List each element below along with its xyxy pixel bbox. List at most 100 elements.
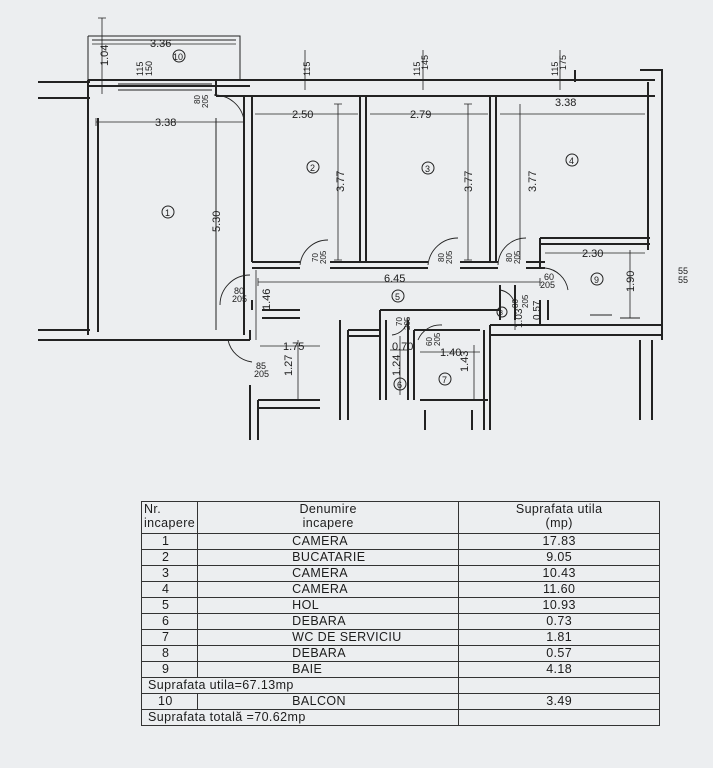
floor-plan: 1 2 3 4 5 6 7 8 9 10 3.36 1.04 115 150 3… <box>38 17 688 440</box>
row-area: 17.83 <box>458 533 661 550</box>
balcony-window: 150 <box>144 61 154 76</box>
room-number-markers <box>161 49 604 391</box>
hall-entry-depth: 1.27 <box>283 355 295 376</box>
row-area: 10.43 <box>458 565 661 582</box>
row-area: 0.57 <box>458 645 661 662</box>
grand-total-blank <box>458 709 661 726</box>
useful-total-blank <box>458 677 661 694</box>
room-2-width: 2.50 <box>292 109 313 121</box>
room-1-width: 3.38 <box>155 117 176 129</box>
table-row-balcony: 10 BALCON 3.49 <box>140 693 661 710</box>
hall-entry-door-w: 85 <box>256 361 266 371</box>
room-9-door-h: 205 <box>540 280 555 290</box>
header-name: Denumire incapere <box>197 501 460 534</box>
room-7-width: 1.40 <box>440 347 461 359</box>
room-9-number: 9 <box>594 275 599 285</box>
room-2-length: 3.77 <box>335 171 347 192</box>
row-area: 0.73 <box>458 613 661 630</box>
row-name: WC DE SERVICIU <box>197 629 460 646</box>
room-6-door-h: 205 <box>403 316 412 330</box>
room-3-number: 3 <box>425 164 430 174</box>
room-6-length: 1.24 <box>391 355 403 376</box>
table-row: 1 CAMERA 17.83 <box>140 533 661 550</box>
row-area: 4.18 <box>458 661 661 678</box>
room-2-door-w: 70 <box>311 253 320 262</box>
balcony-width: 3.36 <box>150 38 171 50</box>
hall-door-h: 205 <box>232 294 247 304</box>
exterior-walls <box>38 69 663 420</box>
balcony-nr: 10 <box>140 693 199 710</box>
dimension-lines <box>92 17 645 400</box>
interior-walls <box>215 96 650 440</box>
room-3-window-w: 145 <box>420 55 430 70</box>
room-4-number: 4 <box>569 156 574 166</box>
row-nr: 2 <box>140 549 199 566</box>
hall-length: 6.45 <box>384 273 405 285</box>
room-7-length: 1.43 <box>459 351 471 372</box>
room-3-door-w: 80 <box>437 253 446 262</box>
hall-depth: 1.46 <box>261 289 273 310</box>
room-1-number: 1 <box>165 208 170 218</box>
row-area: 11.60 <box>458 581 661 598</box>
room-2-door-h: 205 <box>319 250 328 264</box>
room-8-number: 8 <box>499 310 503 317</box>
room-9-window-w: 55 <box>678 266 688 276</box>
row-area: 9.05 <box>458 549 661 566</box>
balcony-window-h: 115 <box>135 62 145 76</box>
row-nr: 5 <box>140 597 199 614</box>
room-4-width: 3.38 <box>555 97 576 109</box>
useful-total-label: Suprafata utila=67.13mp <box>140 677 460 694</box>
room-areas-table: Nr. incapere Denumire incapere Suprafata… <box>140 501 661 726</box>
table-header-row: Nr. incapere Denumire incapere Suprafata… <box>140 501 661 534</box>
room-9-length: 1.90 <box>625 271 637 292</box>
table-row: 7 WC DE SERVICIU 1.81 <box>140 629 661 646</box>
hall-entry-width: 1.75 <box>283 341 304 353</box>
row-name: DEBARA <box>197 645 460 662</box>
useful-total-row: Suprafata utila=67.13mp <box>140 677 661 694</box>
room-3-window-h: 115 <box>412 62 422 76</box>
room-7-door-w: 60 <box>425 337 434 346</box>
room-1-door-w: 80 <box>193 95 202 104</box>
grand-total-label: Suprafata totală =70.62mp <box>140 709 460 726</box>
row-name: CAMERA <box>197 565 460 582</box>
row-name: CAMERA <box>197 533 460 550</box>
row-nr: 9 <box>140 661 199 678</box>
room-3-door-h: 205 <box>445 250 454 264</box>
room-4-window-w: 175 <box>558 55 568 70</box>
room-8-door-w: 80 <box>511 299 520 308</box>
row-nr: 1 <box>140 533 199 550</box>
row-name: DEBARA <box>197 613 460 630</box>
row-nr: 3 <box>140 565 199 582</box>
row-nr: 8 <box>140 645 199 662</box>
grand-total-row: Suprafata totală =70.62mp <box>140 709 661 726</box>
header-area: Suprafata utila (mp) <box>458 501 661 534</box>
header-nr: Nr. incapere <box>140 501 199 534</box>
balcony-area: 3.49 <box>458 693 661 710</box>
plan-labels: 1 2 3 4 5 6 7 8 9 10 3.36 1.04 115 150 3… <box>99 38 688 390</box>
room-4-door-w: 80 <box>505 253 514 262</box>
row-nr: 4 <box>140 581 199 598</box>
room-3-width: 2.79 <box>410 109 431 121</box>
room-8-door-h: 205 <box>521 294 530 308</box>
table-row: 5 HOL 10.93 <box>140 597 661 614</box>
balcony-number: 10 <box>173 52 183 62</box>
room-1-length: 5.30 <box>211 211 223 232</box>
table-row: 2 BUCATARIE 9.05 <box>140 549 661 566</box>
room-6-width: 0.70 <box>392 341 413 353</box>
room-5-number: 5 <box>395 292 400 302</box>
room-2-number: 2 <box>310 163 315 173</box>
room-8-width: 1.03 <box>514 308 525 328</box>
room-9-window-h: 55 <box>678 275 688 285</box>
room-6-door-w: 70 <box>395 317 404 326</box>
room-6-number: 6 <box>397 380 402 390</box>
table-row: 8 DEBARA 0.57 <box>140 645 661 662</box>
row-name: BUCATARIE <box>197 549 460 566</box>
table-row: 6 DEBARA 0.73 <box>140 613 661 630</box>
room-4-door-h: 205 <box>513 250 522 264</box>
table-row: 9 BAIE 4.18 <box>140 661 661 678</box>
balcony-name: BALCON <box>197 693 460 710</box>
door-swings <box>213 94 569 363</box>
hall-door-w: 80 <box>234 286 244 296</box>
room-4-window-h: 115 <box>550 62 560 76</box>
room-1-door-h: 205 <box>201 94 210 108</box>
